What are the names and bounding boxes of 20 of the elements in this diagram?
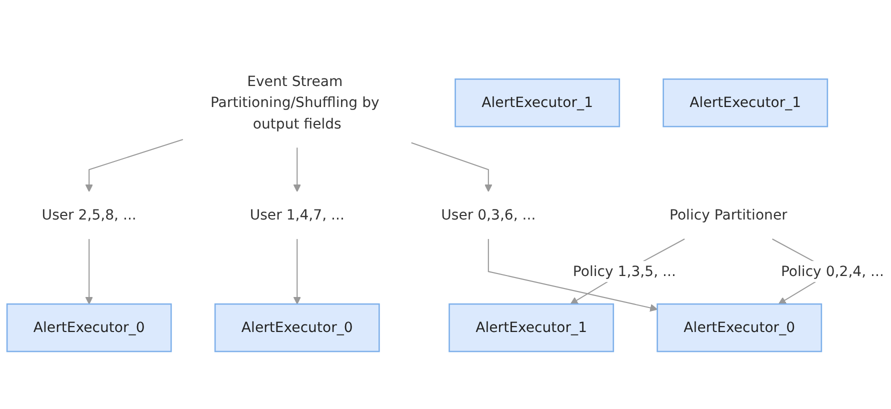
node-text: User 1,4,7, ... [250, 206, 344, 223]
edge-label: Policy 1,3,5, ... [572, 262, 676, 280]
arrow [85, 138, 184, 192]
node-box: AlertExecutor_0 [214, 303, 380, 352]
arrow [570, 238, 685, 304]
node-box: AlertExecutor_1 [454, 78, 620, 127]
node-text: User 0,3,6, ... [441, 206, 536, 223]
node-box: AlertExecutor_1 [448, 303, 614, 352]
arrow [488, 238, 658, 312]
edge-label: Policy 0,2,4, ... [780, 262, 884, 280]
arrow [411, 142, 492, 192]
node-text: Event Stream Partitioning/Shuffling by output fields [210, 72, 380, 132]
node-text: User 2,5,8, ... [42, 206, 136, 223]
arrow [293, 147, 301, 192]
node-box: AlertExecutor_0 [656, 303, 822, 352]
node-box: AlertExecutor_0 [6, 303, 172, 352]
arrow [293, 238, 301, 304]
node-box: AlertExecutor_1 [662, 78, 828, 127]
arrow [85, 238, 93, 304]
node-text: Policy Partitioner [669, 206, 788, 223]
